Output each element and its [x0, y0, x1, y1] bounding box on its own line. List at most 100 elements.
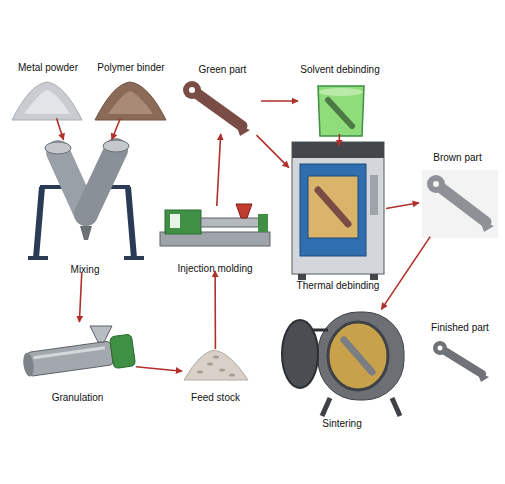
process-step: Sintering: [272, 306, 412, 430]
part-hole: [433, 181, 439, 187]
pellet: [207, 363, 213, 366]
flow-arrow: [136, 367, 182, 371]
part-tip: [236, 124, 250, 136]
oven-body: [292, 142, 384, 274]
binder-highlight: [108, 91, 153, 114]
part-hole: [438, 346, 443, 351]
part-tip: [477, 372, 489, 382]
process-step: Granulation: [15, 318, 140, 404]
step-label: Polymer binder: [97, 62, 164, 74]
solvent-beaker: [318, 86, 364, 136]
step-label: Sintering: [322, 418, 361, 430]
process-step: Finished part: [420, 322, 500, 386]
mixer-leg: [128, 187, 134, 258]
process-step: Metal powder: [10, 62, 86, 122]
extruder: [21, 334, 135, 381]
process-step: Mixing: [30, 136, 140, 276]
process-step: Polymer binder: [92, 62, 170, 122]
process-step: Injection molding: [155, 202, 275, 275]
pellet: [229, 374, 235, 377]
binder-pile: [95, 82, 166, 120]
step-label: Green part: [199, 64, 247, 76]
process-step: Thermal debinding: [286, 142, 390, 292]
mixer-foot: [124, 256, 144, 260]
part-in-solvent: [328, 100, 352, 126]
powder-highlight: [24, 90, 70, 114]
oven-foot: [298, 274, 306, 280]
pellet: [219, 369, 225, 372]
oven-panel: [292, 142, 384, 158]
furnace-body: [318, 312, 404, 400]
step-label: Solvent debinding: [300, 64, 380, 76]
brown-part-shape: [427, 175, 494, 232]
part-body: [440, 348, 482, 374]
metal-powder-pile: [12, 82, 82, 120]
pellet: [197, 371, 203, 374]
flow-arrow: [261, 100, 298, 102]
mixer-foot: [28, 256, 48, 260]
extruder-die: [22, 352, 35, 377]
part-body: [436, 184, 486, 222]
extruder-motor: [109, 334, 135, 369]
oven-foot: [370, 274, 378, 280]
step-label: Thermal debinding: [297, 280, 380, 292]
part-end: [433, 341, 447, 355]
mixer-lid: [103, 140, 129, 152]
mixer-lid: [45, 142, 71, 154]
step-label: Granulation: [52, 392, 104, 404]
part-in-furnace: [344, 340, 372, 372]
oven-controls: [370, 175, 378, 215]
furnace-leg: [392, 398, 400, 416]
step-label: Finished part: [431, 322, 489, 334]
mixer-leg: [36, 187, 42, 258]
pellet-pile: [184, 350, 248, 380]
process-step: Brown part: [415, 152, 500, 240]
brown-part-backdrop: [422, 170, 498, 238]
part-hole: [189, 87, 195, 93]
furnace-leg: [322, 398, 330, 416]
flow-arrow: [79, 272, 81, 322]
part-end: [427, 175, 445, 193]
door-hinge: [312, 329, 328, 332]
clamp-unit: [165, 210, 201, 234]
flow-arrow: [217, 134, 221, 206]
part-end: [183, 81, 201, 99]
flow-arrow: [112, 118, 121, 139]
flow-arrow: [381, 237, 430, 310]
process-step: Solvent debinding: [294, 64, 386, 138]
barrel-highlight: [34, 348, 105, 358]
oven-window: [308, 176, 358, 238]
process-step: Feed stock: [178, 345, 253, 404]
extruder-hopper: [90, 326, 112, 342]
part-body: [192, 90, 242, 126]
drive-unit: [258, 214, 268, 232]
injection-barrel: [201, 218, 259, 227]
step-label: Brown part: [433, 152, 481, 164]
mixer-arm: [86, 150, 116, 214]
flow-arrow: [257, 135, 289, 167]
flow-arrow: [57, 118, 64, 140]
part-tip: [480, 220, 494, 232]
step-label: Metal powder: [18, 62, 78, 74]
step-label: Mixing: [71, 264, 100, 276]
flow-arrow: [338, 134, 340, 146]
step-label: Injection molding: [177, 263, 252, 275]
machine-hopper: [236, 204, 252, 218]
pellets: [197, 356, 235, 377]
finished-part-shape: [433, 341, 489, 382]
extruder-barrel: [27, 341, 114, 376]
furnace-chamber: [328, 322, 388, 390]
green-part-shape: [183, 81, 250, 136]
machine-window: [170, 214, 180, 228]
oven-door: [300, 164, 366, 256]
mixer-outlet: [80, 226, 92, 240]
solvent-surface: [319, 88, 363, 96]
process-step: Green part: [180, 64, 265, 138]
part-in-oven: [318, 190, 348, 224]
flow-arrow: [386, 203, 419, 209]
pellet: [213, 356, 219, 359]
flow-arrow: [214, 271, 216, 349]
step-label: Feed stock: [191, 392, 240, 404]
